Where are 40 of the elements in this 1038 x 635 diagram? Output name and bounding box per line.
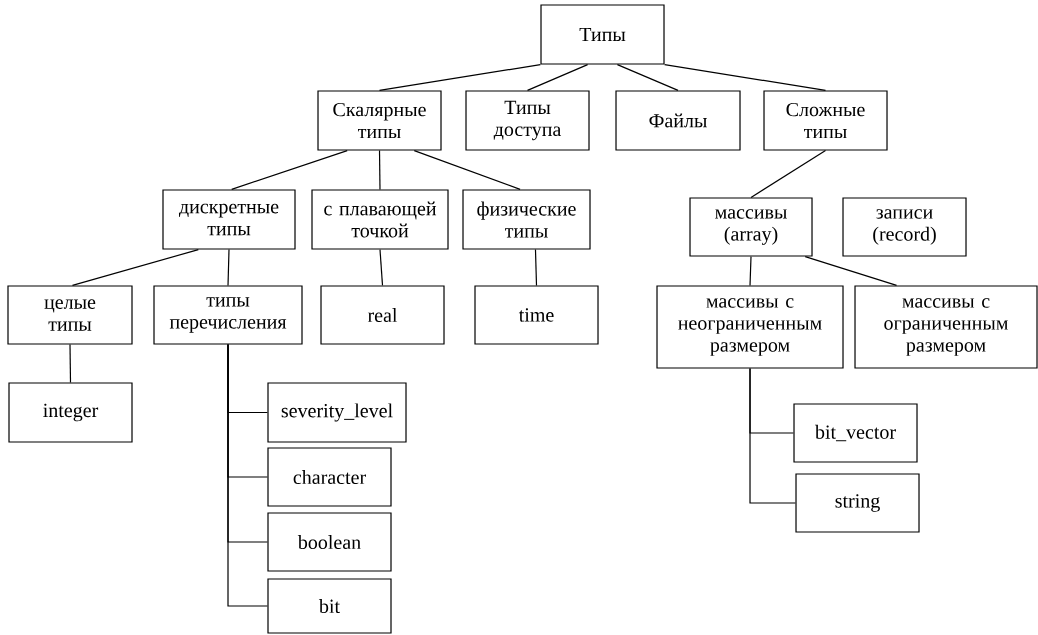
connector-line bbox=[413, 150, 521, 190]
connector-line bbox=[664, 64, 827, 91]
connector-line bbox=[804, 256, 898, 286]
type-box: Типы доступа bbox=[465, 90, 590, 151]
connector-line bbox=[69, 344, 72, 383]
type-box: time bbox=[474, 285, 599, 345]
type-box: физические типы bbox=[462, 189, 591, 250]
type-box: string bbox=[795, 473, 920, 533]
type-box: Скалярные типы bbox=[317, 90, 442, 151]
type-box: целые типы bbox=[7, 285, 133, 345]
type-box: массивы с неограниченным размером bbox=[656, 285, 844, 369]
connector-line bbox=[750, 150, 827, 198]
type-box: дискретные типы bbox=[162, 189, 296, 250]
type-box: массивы с ограниченным размером bbox=[854, 285, 1038, 369]
type-box: типы перечисления bbox=[153, 285, 303, 345]
type-box: real bbox=[320, 285, 445, 345]
connector-line bbox=[71, 249, 199, 286]
connector-line bbox=[227, 249, 230, 286]
connector-line bbox=[227, 344, 268, 607]
type-box: boolean bbox=[267, 512, 392, 572]
type-box: с плавающей точкой bbox=[311, 189, 449, 250]
connector-line bbox=[749, 256, 752, 286]
type-box: Сложные типы bbox=[763, 90, 888, 151]
connector-line bbox=[616, 64, 679, 91]
type-box: integer bbox=[8, 382, 133, 443]
type-box: bit bbox=[267, 578, 392, 634]
type-box: Файлы bbox=[615, 90, 741, 151]
connector-line bbox=[231, 150, 348, 190]
connector-line bbox=[378, 64, 541, 91]
type-box: character bbox=[267, 447, 392, 507]
connector-line bbox=[378, 150, 381, 190]
type-box: severity_level bbox=[267, 382, 407, 443]
type-box: bit_vector bbox=[793, 403, 918, 463]
connector-line bbox=[534, 249, 538, 286]
type-box: массивы (array) bbox=[689, 197, 813, 257]
type-box: Типы bbox=[540, 4, 665, 65]
connector-line bbox=[526, 64, 589, 91]
type-box: записи (record) bbox=[842, 197, 967, 257]
connector-line bbox=[749, 368, 796, 504]
connector-line bbox=[379, 249, 384, 286]
